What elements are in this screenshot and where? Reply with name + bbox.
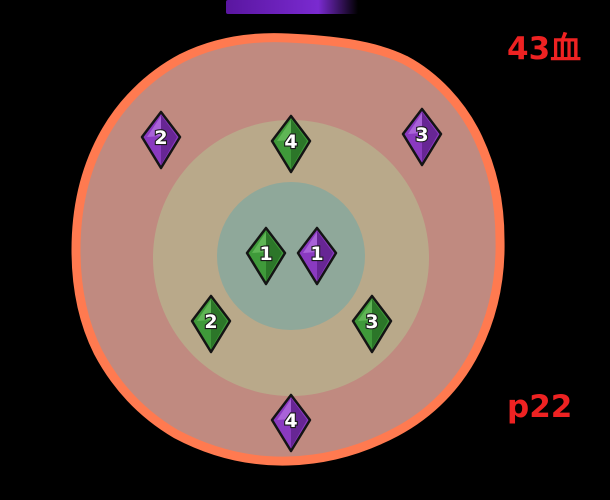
marker-shade bbox=[266, 231, 282, 281]
marker-highlight bbox=[358, 300, 372, 321]
marker-shade bbox=[291, 119, 307, 169]
hp-label: 43血 bbox=[507, 31, 582, 67]
marker-number: 1 bbox=[259, 243, 272, 265]
marker-number: 1 bbox=[310, 243, 323, 265]
marker-shade bbox=[291, 398, 307, 448]
top-banner bbox=[226, 0, 358, 14]
marker-number: 4 bbox=[284, 410, 297, 432]
marker-number: 2 bbox=[204, 311, 217, 333]
marker-highlight bbox=[408, 113, 422, 134]
marker-green-1: 1 bbox=[245, 226, 287, 286]
marker-shade bbox=[372, 299, 388, 349]
marker-green-3: 3 bbox=[351, 294, 393, 354]
marker-shade bbox=[422, 112, 438, 162]
marker-purple-3: 3 bbox=[401, 107, 443, 167]
marker-layer: 1 1 2 2 3 3 4 4 bbox=[140, 107, 443, 453]
marker-number: 3 bbox=[365, 311, 378, 333]
marker-highlight bbox=[197, 300, 211, 321]
marker-highlight bbox=[277, 120, 291, 141]
marker-highlight bbox=[147, 116, 161, 137]
marker-number: 3 bbox=[415, 124, 428, 146]
marker-number: 2 bbox=[154, 127, 167, 149]
marker-shade bbox=[317, 231, 333, 281]
marker-purple-2: 2 bbox=[140, 110, 182, 170]
marker-purple-4: 4 bbox=[270, 393, 312, 453]
marker-shade bbox=[211, 299, 227, 349]
marker-highlight bbox=[252, 232, 266, 253]
marker-highlight bbox=[303, 232, 317, 253]
marker-number: 4 bbox=[284, 131, 297, 153]
page-label: p22 bbox=[507, 389, 573, 425]
marker-green-2: 2 bbox=[190, 294, 232, 354]
inner-aoe-circle bbox=[217, 182, 365, 330]
marker-green-4: 4 bbox=[270, 114, 312, 174]
marker-shade bbox=[161, 115, 177, 165]
marker-purple-1: 1 bbox=[296, 226, 338, 286]
marker-highlight bbox=[277, 399, 291, 420]
